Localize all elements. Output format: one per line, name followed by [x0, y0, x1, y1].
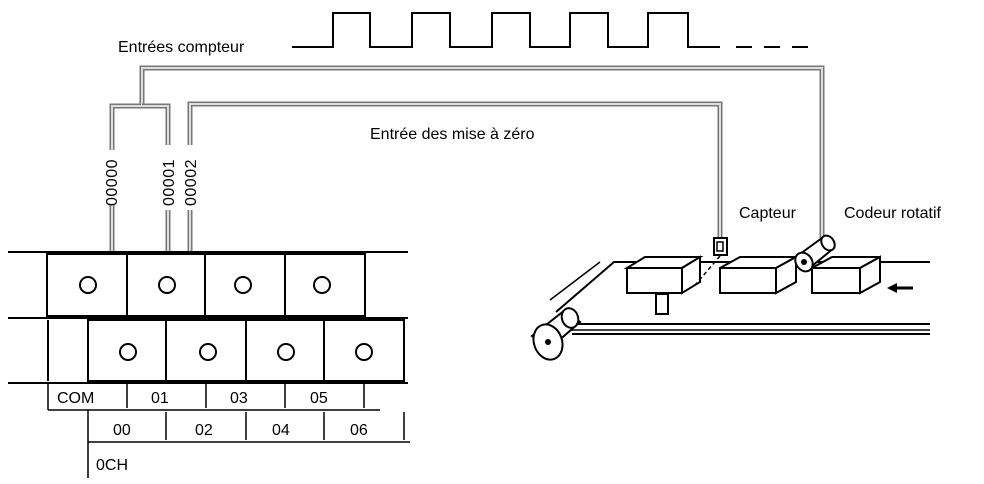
direction-arrow-icon: [887, 283, 913, 293]
terminal-label-04: 04: [272, 422, 290, 439]
wire-address-00002: 00002: [183, 159, 200, 206]
terminal-label-03: 03: [230, 390, 248, 407]
wire-address-00001: 00001: [161, 159, 178, 206]
channel-label: 0CH: [96, 457, 128, 474]
terminal-label-02: 02: [195, 422, 213, 439]
screw-terminal-05: [313, 276, 331, 294]
terminal-label-com: COM: [57, 390, 94, 407]
terminal-label-05: 05: [310, 390, 328, 407]
screw-terminal-02: [199, 343, 217, 361]
rotary-encoder-label: Codeur rotatif: [844, 205, 941, 222]
screw-terminal-04: [277, 343, 295, 361]
screw-terminal-00: [119, 343, 137, 361]
conveyor-item: [811, 255, 881, 295]
conveyor-item: [719, 255, 797, 295]
screw-terminal-06: [355, 343, 373, 361]
screw-terminal-01: [158, 276, 176, 294]
terminal-block: [8, 251, 408, 384]
conveyor-item: [623, 255, 704, 295]
terminal-label-06: 06: [350, 422, 368, 439]
counter-inputs-label: Entrées compteur: [118, 39, 245, 56]
conveyor: [530, 261, 930, 361]
sensor-icon: [655, 237, 728, 315]
terminal-label-00: 00: [113, 422, 131, 439]
conveyor-roller: [530, 307, 582, 361]
terminal-label-01: 01: [151, 390, 169, 407]
pulse-train: [292, 12, 720, 48]
rotary-encoder-icon: [794, 234, 836, 273]
sensor-label: Capteur: [739, 205, 797, 222]
terminal-labels: COM 01 03 05 00 02 04 06 0CH: [47, 384, 410, 478]
screw-terminal-com: [79, 276, 97, 294]
wire-address-00000: 00000: [104, 159, 121, 206]
screw-terminal-03: [234, 276, 252, 294]
reset-input-label: Entrée des mise à zéro: [370, 126, 535, 143]
